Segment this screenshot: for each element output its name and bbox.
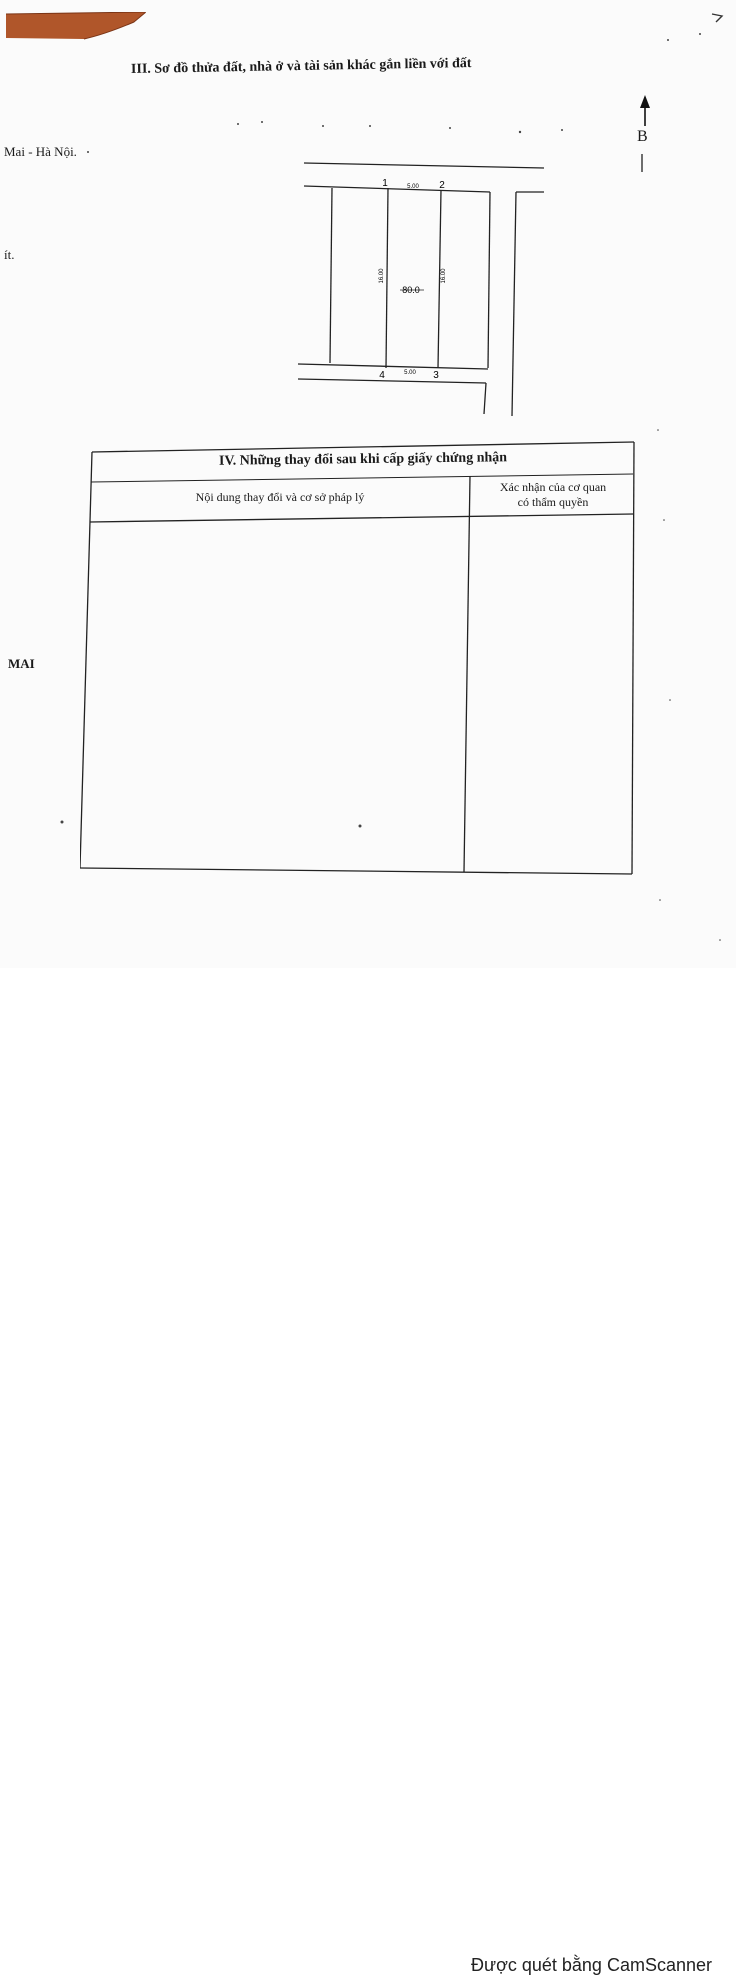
table-left-border [80,451,93,869]
plot-area-label: 80.0 [402,285,420,295]
torn-paper-corner [6,12,146,40]
plot-diagram: 1 2 3 4 5.00 5.00 16.00 16.00 80.0 [297,162,545,417]
header-divider [89,513,634,523]
table-top-border [91,441,635,453]
table-bottom-border [80,867,633,875]
neighbor-left-boundary [329,187,333,364]
boundary-bottom [297,363,489,370]
left-length-label: 16.00 [379,268,385,284]
corner-label-1: 1 [382,178,388,189]
plot-edge-1-4 [385,187,389,369]
corner-label-2: 2 [439,180,445,191]
left-fragment-name: MAI [8,656,35,671]
scanner-footer: Được quét bằng CamScanner [0,968,736,1975]
left-fragment-text: ít. [4,247,15,262]
corner-label-4: 4 [379,370,385,381]
north-arrow-icon [640,95,650,172]
right-length-label: 16.00 [441,268,447,284]
column-header-content: Nội dung thay đổi và cơ sở pháp lý [195,490,365,504]
table-right-border [631,441,635,875]
corner-label-3: 3 [433,370,439,381]
north-label: B [637,128,648,145]
top-width-label: 5.00 [407,184,419,190]
camscanner-watermark: Được quét bằng CamScanner [471,1955,712,1975]
road-line-bottom [297,378,487,384]
road-line-top [303,162,545,169]
left-fragment-address: Mai - Hà Nội. [4,144,77,159]
neighbor-right-boundary [487,191,491,369]
bottom-width-label: 5.00 [404,370,416,376]
plot-edge-2-3 [437,189,442,369]
changes-table [80,441,635,875]
column-divider [463,475,471,873]
scanned-page [0,0,736,968]
boundary-top [303,185,491,193]
column-header-confirmation-line1: Xác nhận của cơ quan [499,480,607,494]
column-header-confirmation-line2: có thẩm quyền [517,495,589,509]
road-line-bottom-right [483,382,487,415]
column-header-confirmation: Xác nhận của cơ quan có thẩm quyền [472,480,634,510]
title-divider [90,473,634,483]
road-line-right-inner [511,191,517,417]
